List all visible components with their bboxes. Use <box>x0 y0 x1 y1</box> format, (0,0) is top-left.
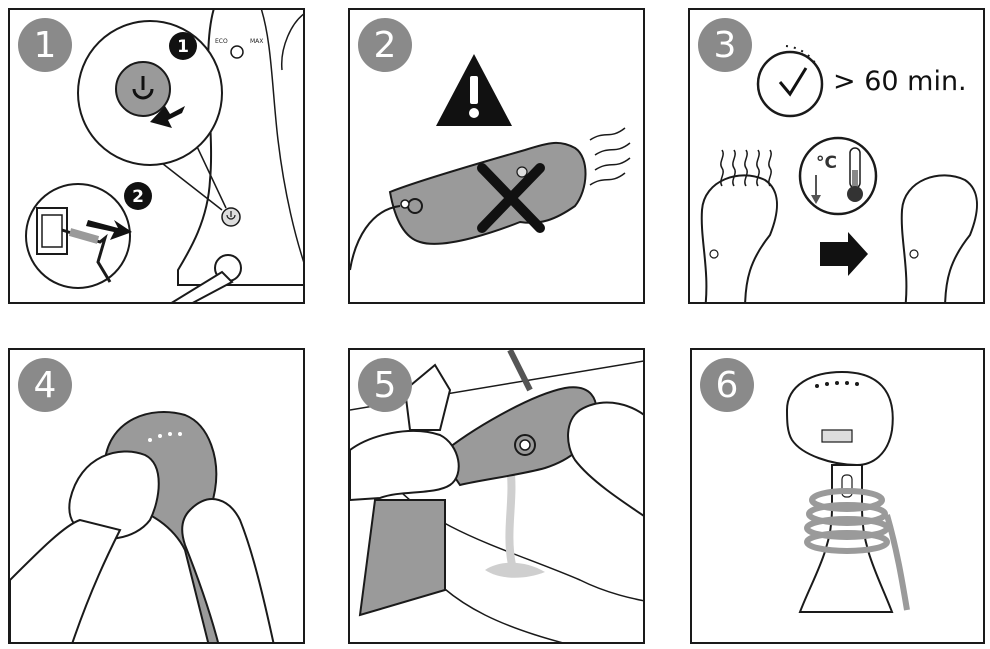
step-number-badge: 5 <box>358 358 412 412</box>
step-6-panel: 6 <box>690 348 985 644</box>
step-2-illustration <box>350 54 631 271</box>
step-3-panel: > 60 min. °C 3 <box>688 8 985 304</box>
step-number-badge: 6 <box>700 358 754 412</box>
step-number-badge: 1 <box>18 18 72 72</box>
step-4-panel: 4 <box>8 348 305 644</box>
step-1-illustration: ECO MAX 1 2 <box>25 10 303 302</box>
thermometer-icon <box>798 136 878 216</box>
sub-badge-2: 2 <box>132 187 144 207</box>
temp-unit: °C <box>816 153 837 173</box>
cord-wrap-icon <box>804 488 910 611</box>
eco-label: ECO <box>215 38 228 45</box>
sub-badge-1: 1 <box>177 37 189 57</box>
step-6-illustration <box>785 370 910 613</box>
step-number-badge: 4 <box>18 358 72 412</box>
clock-icon <box>756 50 824 118</box>
step-5-panel: 5 <box>348 348 645 644</box>
arrow-right-icon <box>820 232 868 276</box>
max-label: MAX <box>250 38 263 45</box>
step-2-panel: 2 <box>348 8 645 304</box>
step-1-panel: ECO MAX 1 2 1 <box>8 8 305 304</box>
step-number-badge: 2 <box>358 18 412 72</box>
cooldown-text: > 60 min. <box>833 66 967 97</box>
step-3-illustration: > 60 min. °C <box>700 45 978 302</box>
cross-icon <box>477 163 545 233</box>
step-5-illustration <box>350 350 643 642</box>
step-4-illustration <box>10 411 275 642</box>
step-number-badge: 3 <box>698 18 752 72</box>
